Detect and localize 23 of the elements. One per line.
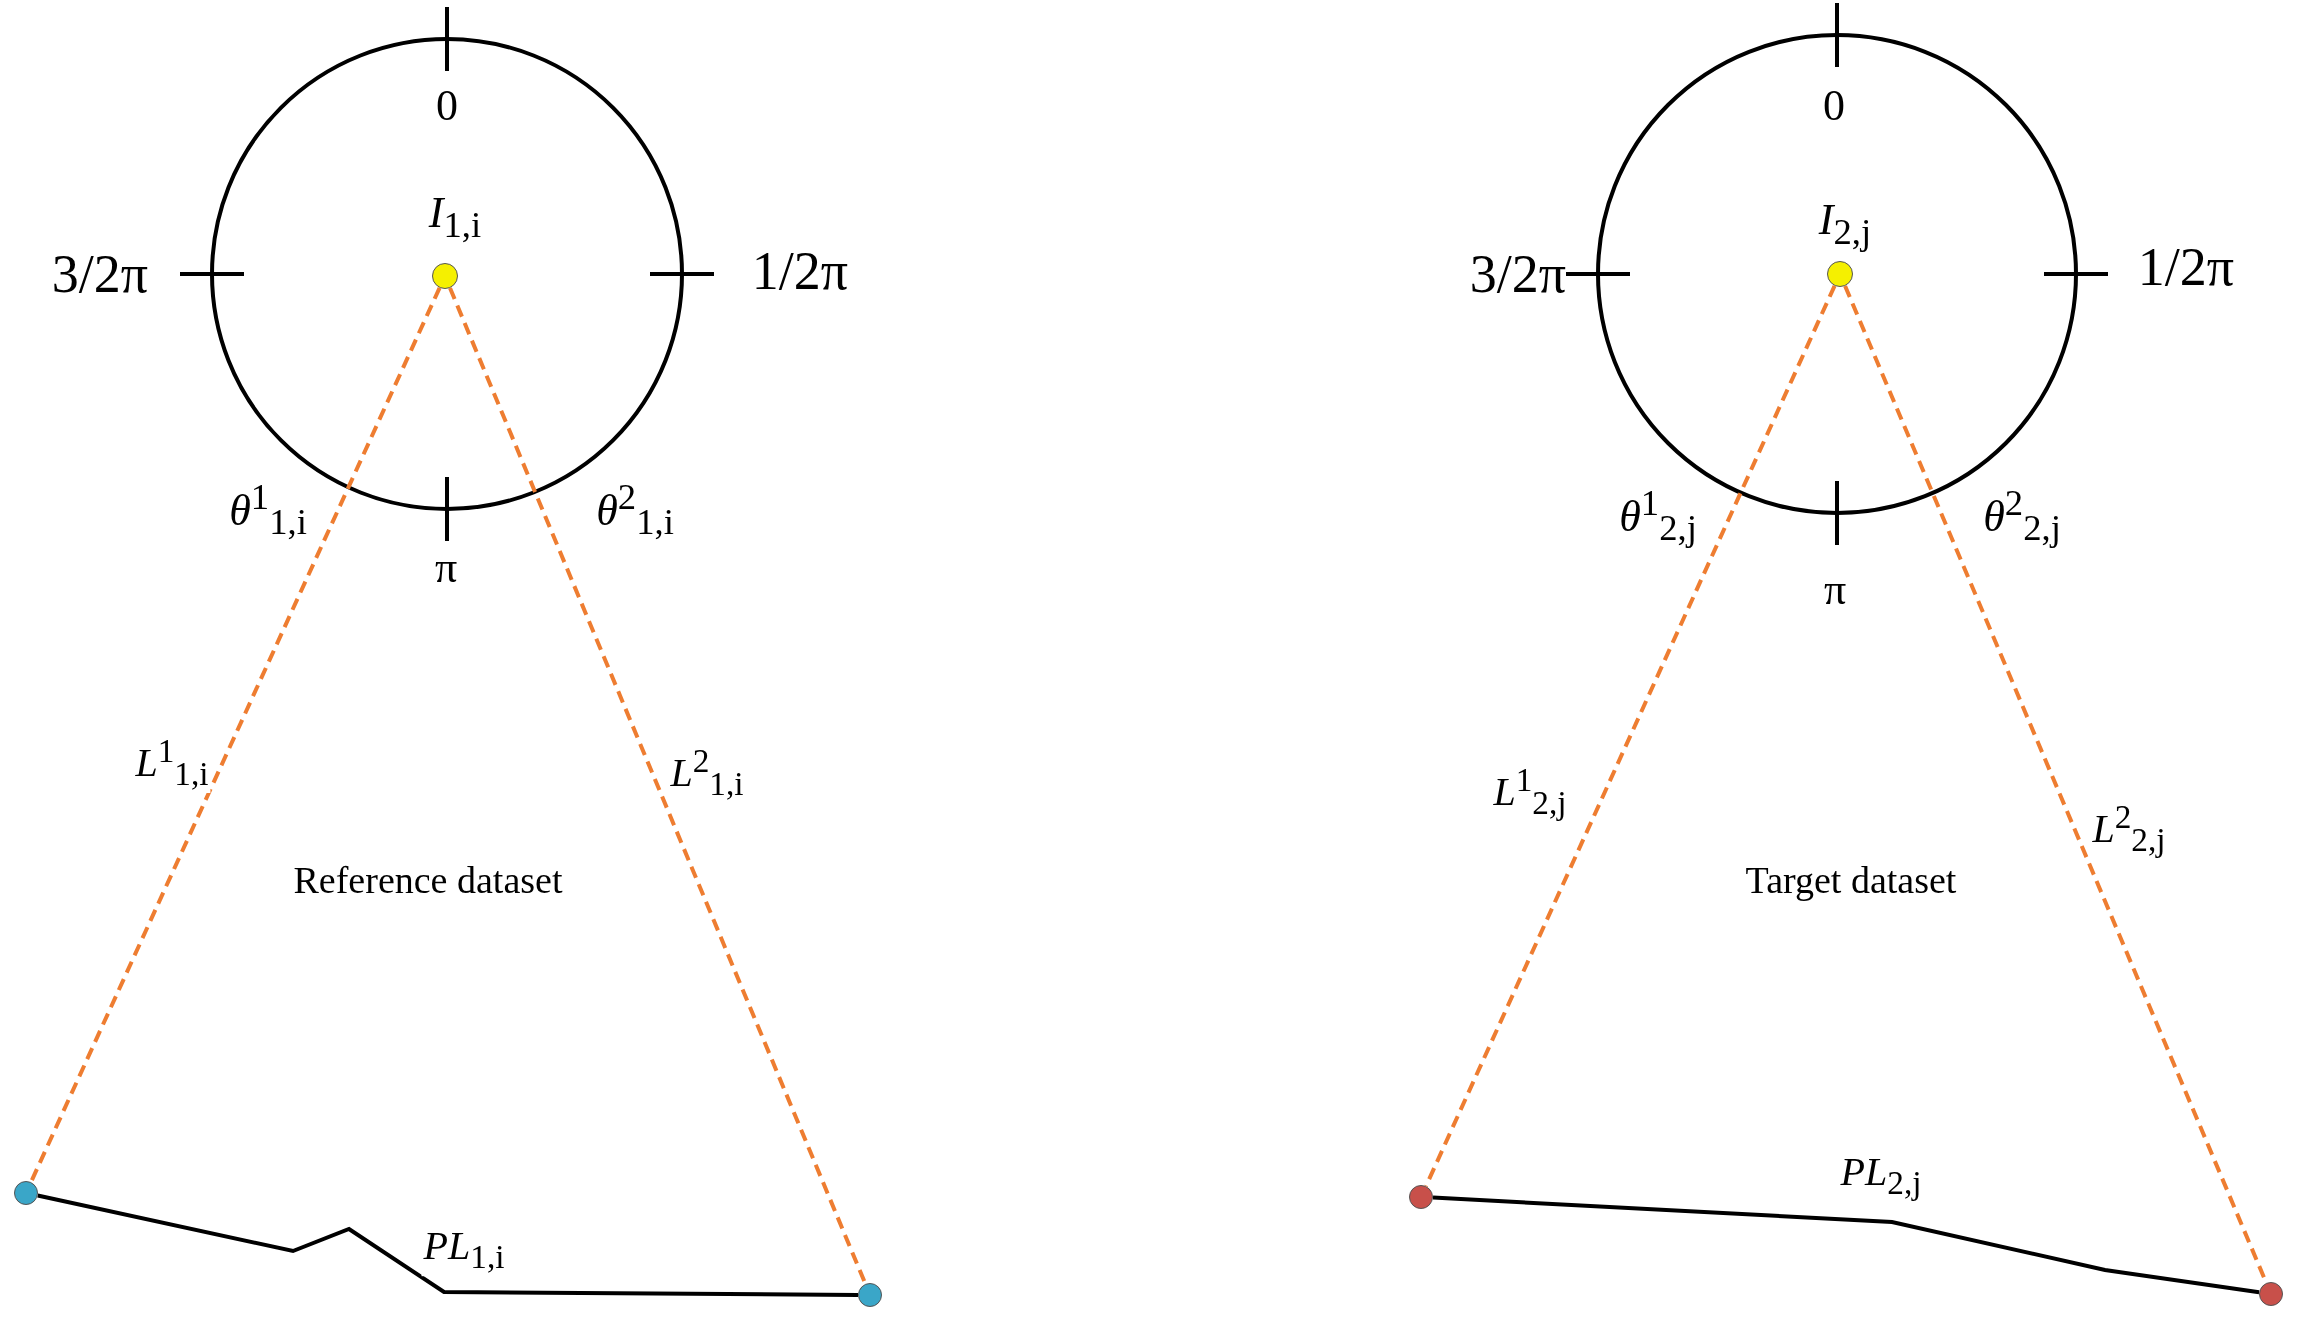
angle-label: 1/2π [2137, 240, 2235, 294]
angle-label: 3/2π [51, 247, 149, 301]
angle-label: 1/2π [751, 244, 849, 298]
dataset-label: Reference dataset [293, 861, 563, 899]
point-marker [432, 263, 458, 289]
dashed-line [29, 286, 442, 1183]
point-marker [1409, 1185, 1433, 1209]
dashed-line [1424, 284, 1837, 1187]
angle-label: 0 [1823, 84, 1845, 128]
point-marker [858, 1283, 882, 1307]
point-label: I$_{1,i}$ [428, 190, 482, 244]
point-marker [1827, 261, 1853, 287]
angle-label: π [1823, 568, 1847, 612]
angle-label: π [434, 546, 458, 590]
dashed-line [448, 287, 868, 1285]
point-marker [14, 1181, 38, 1205]
polyline [37, 1193, 858, 1297]
polyline [1432, 1195, 2260, 1295]
angle-label: 3/2π [1469, 247, 1567, 301]
point-marker [2259, 1282, 2283, 1306]
dataset-label: Target dataset [1745, 861, 1957, 899]
angle-label: 0 [436, 84, 458, 128]
point-label: I$_{2,j}$ [1818, 197, 1872, 251]
